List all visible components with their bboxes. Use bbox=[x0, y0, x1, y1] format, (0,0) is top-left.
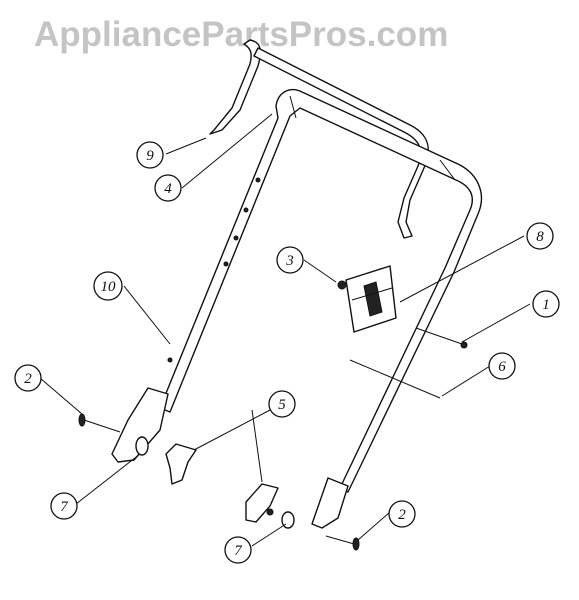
washer-left bbox=[135, 436, 149, 456]
svg-text:6: 6 bbox=[498, 359, 506, 375]
watermark-text: AppliancePartsPros.com bbox=[34, 15, 448, 54]
handle-edge-line bbox=[289, 95, 297, 119]
lower-handle-left bbox=[111, 387, 169, 463]
cable bbox=[349, 359, 441, 399]
callout-2-right: 2 bbox=[388, 500, 416, 528]
hex-nut bbox=[337, 280, 347, 290]
leader-lines bbox=[39, 113, 531, 547]
svg-text:2: 2 bbox=[398, 507, 406, 523]
callout-7-left: 7 bbox=[50, 492, 78, 520]
left-tube-holes bbox=[167, 177, 261, 363]
callout-10: 10 bbox=[93, 271, 123, 301]
svg-text:8: 8 bbox=[536, 229, 544, 245]
svg-text:7: 7 bbox=[234, 543, 243, 559]
washer-right bbox=[281, 511, 295, 529]
callout-3: 3 bbox=[276, 246, 304, 274]
callout-8: 8 bbox=[526, 222, 554, 250]
callout-7-right: 7 bbox=[224, 536, 252, 564]
svg-text:10: 10 bbox=[101, 279, 117, 295]
upper-control-bar bbox=[209, 39, 262, 135]
cable-bracket bbox=[345, 265, 397, 333]
callout-6: 6 bbox=[488, 352, 516, 380]
carriage-bolt-right bbox=[325, 535, 360, 551]
callout-4: 4 bbox=[154, 174, 182, 202]
svg-text:7: 7 bbox=[60, 499, 69, 515]
bolt-right bbox=[415, 327, 463, 345]
main-handle-frame bbox=[159, 88, 483, 493]
wing-knob-right bbox=[245, 483, 279, 523]
svg-text:4: 4 bbox=[164, 181, 172, 197]
wing-knob-left bbox=[165, 443, 197, 485]
carriage-bolt-left bbox=[78, 413, 121, 433]
callout-5: 5 bbox=[268, 390, 296, 418]
svg-text:9: 9 bbox=[146, 148, 154, 164]
control-bar-crossbar bbox=[253, 47, 430, 239]
svg-text:2: 2 bbox=[24, 371, 32, 387]
callout-1: 1 bbox=[532, 290, 560, 318]
svg-text:5: 5 bbox=[278, 397, 286, 413]
handle-bend-line bbox=[439, 159, 456, 181]
svg-text:1: 1 bbox=[542, 297, 550, 313]
lower-handle-right bbox=[311, 477, 349, 529]
callout-9: 9 bbox=[136, 141, 164, 169]
svg-text:3: 3 bbox=[285, 253, 294, 269]
callout-2-left: 2 bbox=[14, 364, 42, 392]
